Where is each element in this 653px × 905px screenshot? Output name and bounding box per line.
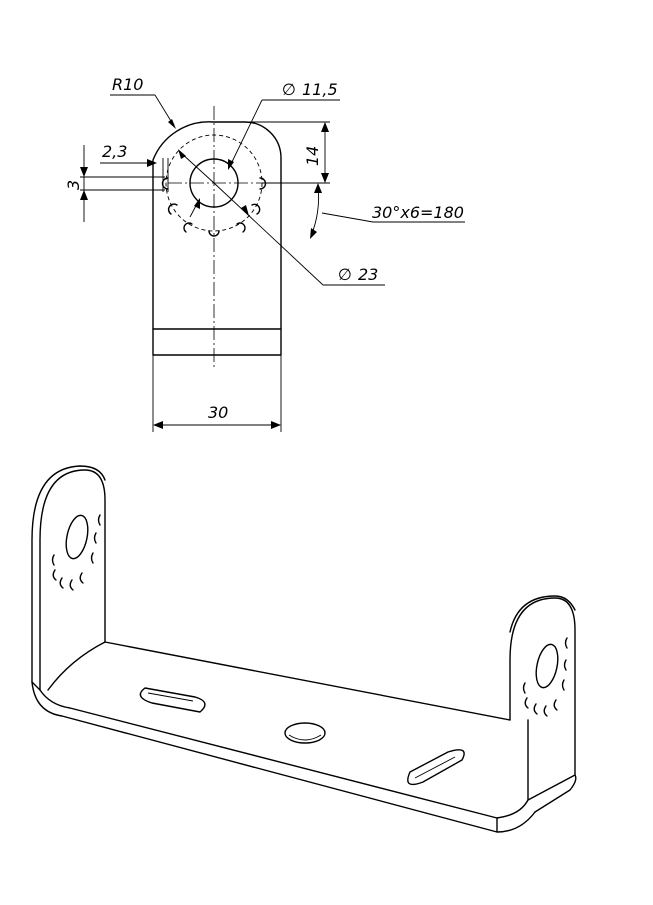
hole-diameter-label: 11,5 — [302, 80, 338, 99]
pitch-diameter-label: 23 — [358, 265, 378, 284]
base-right-front — [496, 719, 529, 819]
right-upright-back — [509, 595, 576, 633]
front-view: R10 ∅ 11,5 14 30°x6=180 — [64, 75, 465, 432]
left-upright-back — [31, 465, 106, 683]
slot-height-label: 3 — [64, 180, 83, 190]
left-slots — [51, 514, 101, 591]
pitch-diameter-symbol: ∅ — [338, 265, 352, 284]
base-top-edge-front — [39, 689, 498, 819]
dim-width: 30 — [152, 355, 282, 432]
dim-angular: 30°x6=180 — [310, 183, 465, 239]
slot-width-label: 2,3 — [102, 142, 127, 161]
width-label: 30 — [208, 403, 228, 422]
base-right-bottom — [496, 811, 536, 833]
base-slot-left — [139, 687, 206, 713]
angular-label: 30°x6=180 — [372, 203, 464, 222]
dim-slot-width: 2,3 — [100, 142, 169, 192]
base-top-edge-back — [104, 641, 511, 721]
base-front-face — [31, 681, 498, 833]
radius-label: R10 — [112, 75, 143, 94]
dim-pitch-diameter: ∅ 23 — [178, 149, 385, 286]
base-round-hole — [284, 722, 326, 744]
base-slot-right — [407, 749, 465, 786]
right-slots — [522, 637, 568, 717]
hole-offset-label: 14 — [303, 146, 322, 166]
base-left-bend — [47, 641, 106, 691]
isometric-view — [31, 465, 577, 833]
dim-slot-height: 3 — [64, 145, 165, 222]
right-hole — [535, 643, 559, 689]
dim-radius: R10 — [110, 75, 176, 129]
right-upright-front — [509, 597, 576, 801]
left-upright-front — [39, 469, 106, 691]
hole-diameter-symbol: ∅ — [282, 80, 296, 99]
dim-hole-offset: 14 — [248, 121, 330, 184]
dim-hole-diameter: ∅ 11,5 — [189, 80, 340, 218]
plate-outline — [152, 121, 282, 356]
left-hole — [65, 514, 89, 560]
